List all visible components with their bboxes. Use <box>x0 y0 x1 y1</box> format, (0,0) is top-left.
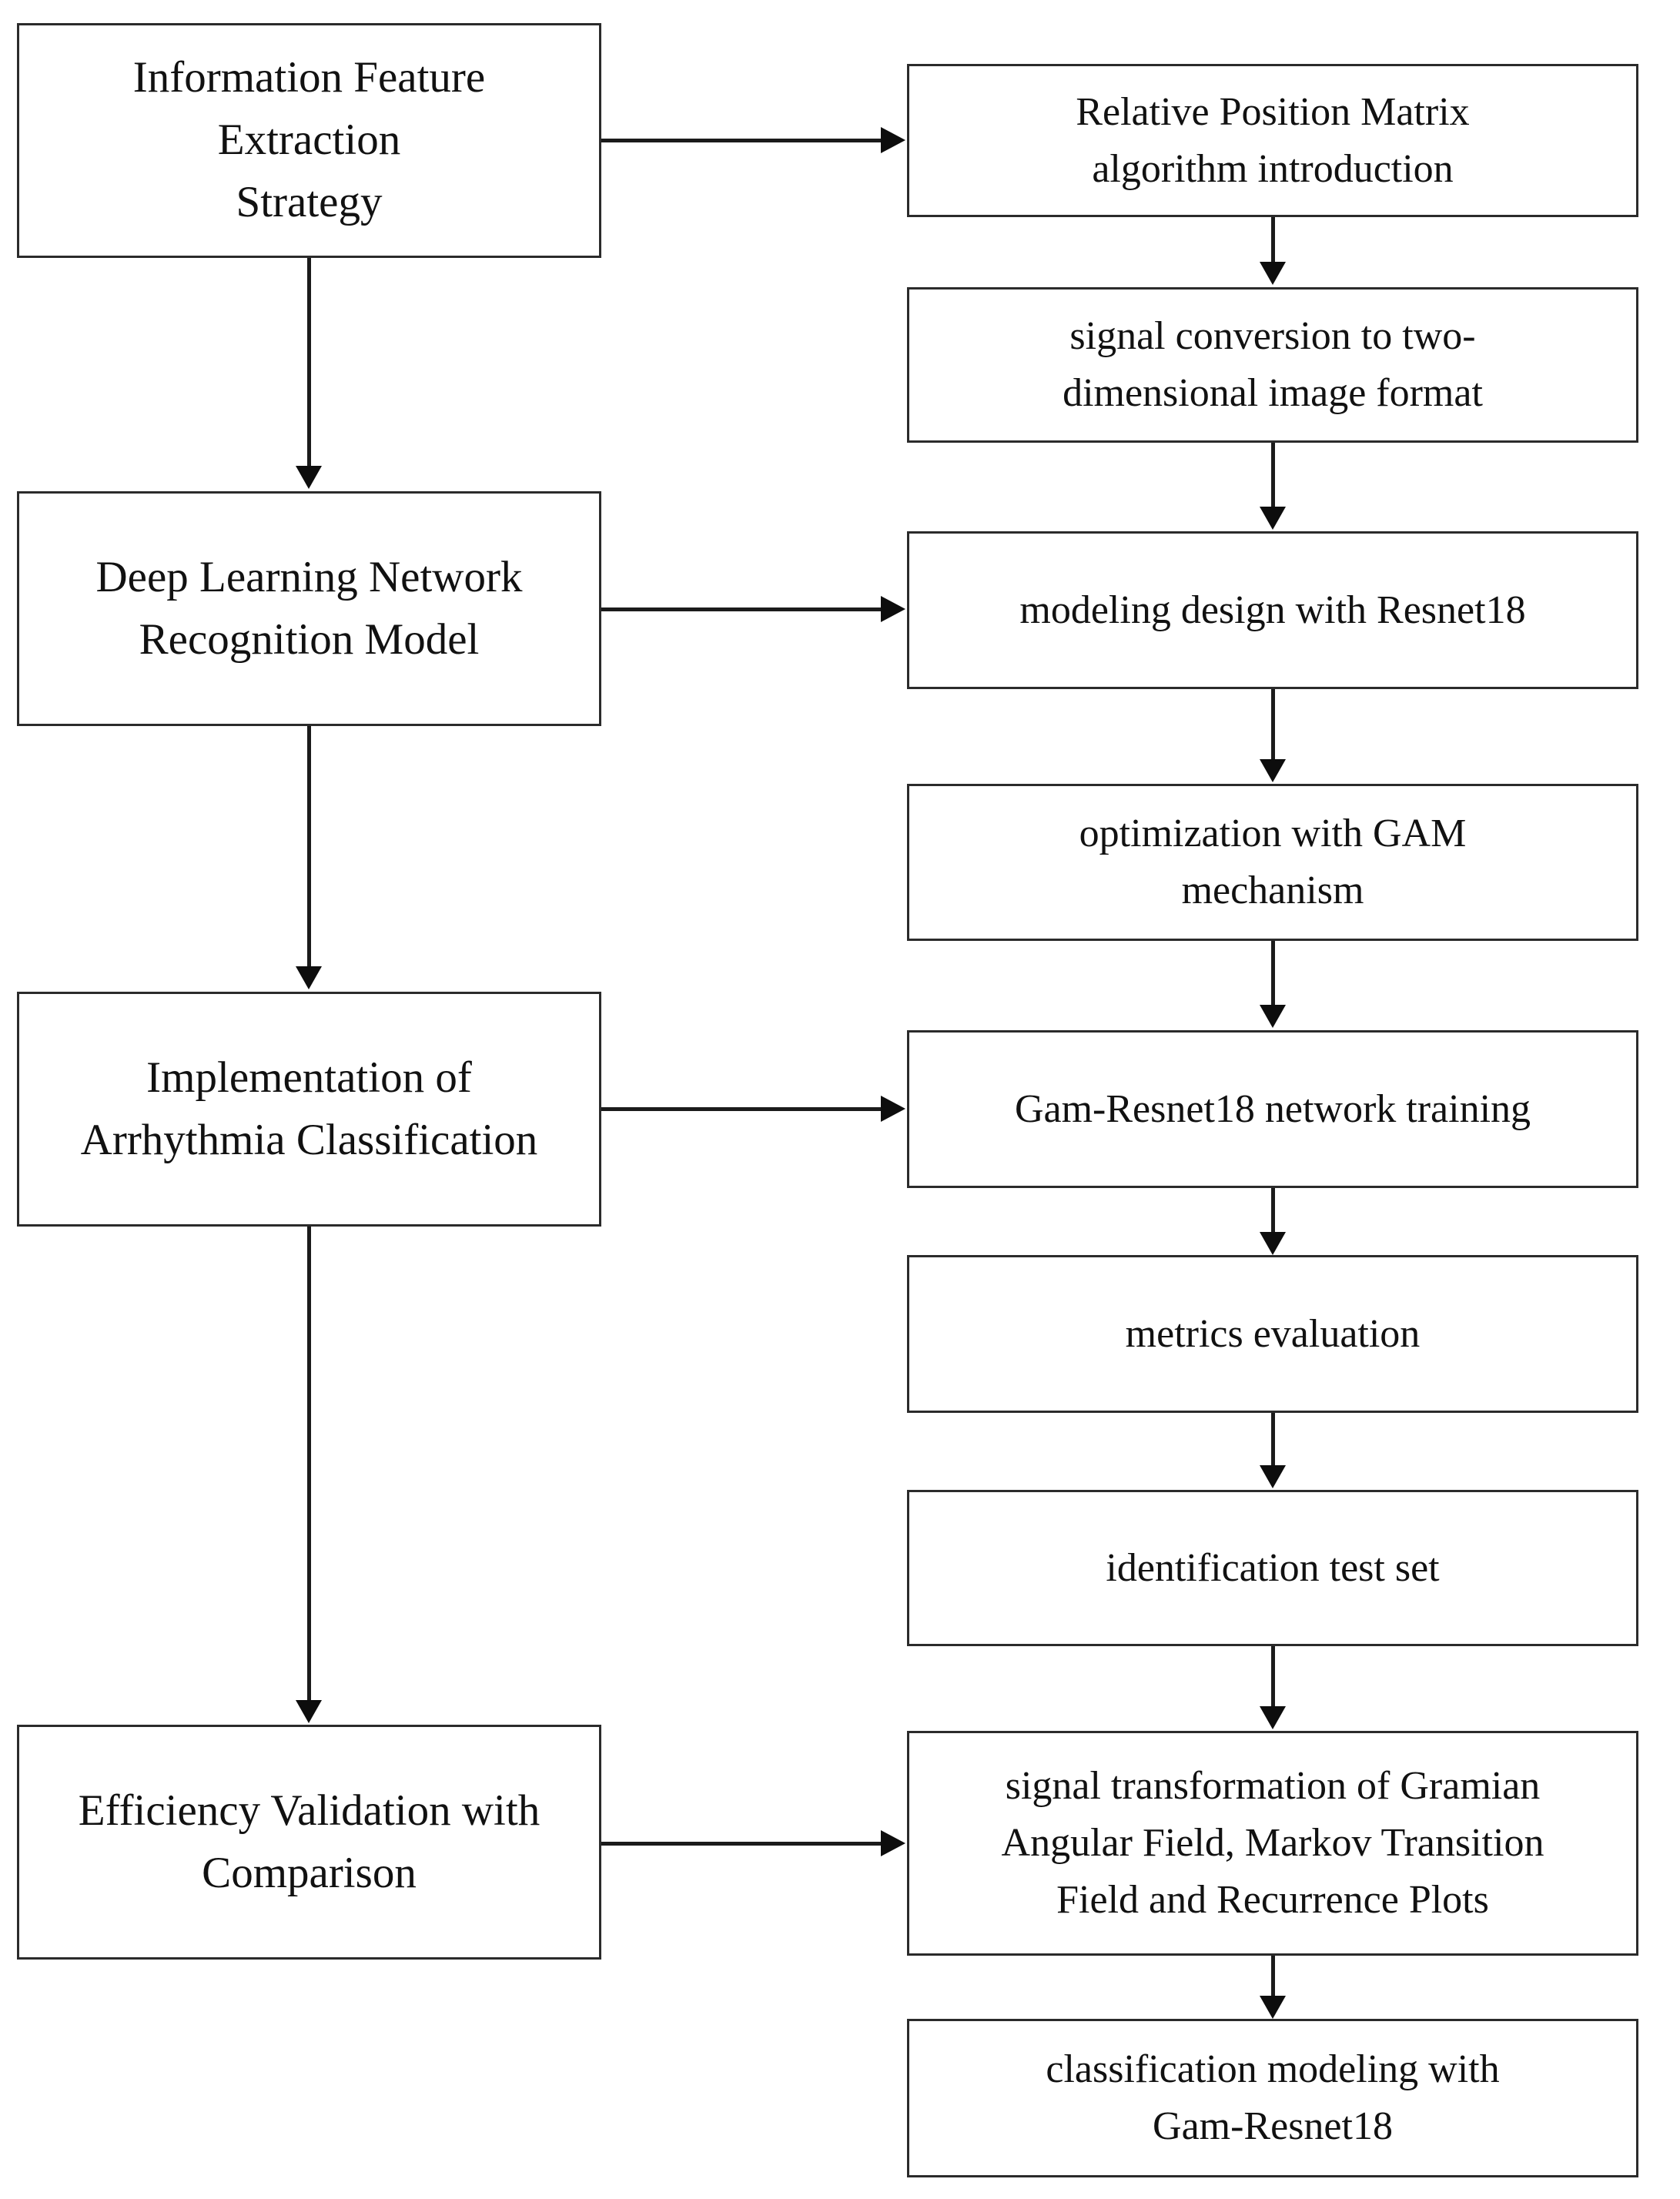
edge-stage2-step3-line <box>601 607 882 611</box>
edge-step4-step5-arrowhead <box>1260 1005 1286 1028</box>
flow-node-stage-1[interactable]: Information Feature Extraction Strategy <box>17 23 601 258</box>
edge-stage1-stage2-arrowhead <box>296 466 322 489</box>
edge-step8-step9-line <box>1271 1956 1275 1999</box>
flow-node-step-8[interactable]: signal transformation of Gramian Angular… <box>907 1731 1638 1956</box>
flow-node-stage-2[interactable]: Deep Learning Network Recognition Model <box>17 491 601 726</box>
flow-node-label: Deep Learning Network Recognition Model <box>95 552 523 664</box>
flow-node-label: Relative Position Matrix algorithm intro… <box>1076 89 1470 191</box>
edge-step5-step6-arrowhead <box>1260 1232 1286 1255</box>
edge-step7-step8-line <box>1271 1646 1275 1709</box>
edge-step6-step7-line <box>1271 1413 1275 1468</box>
flow-node-label: signal transformation of Gramian Angular… <box>1001 1764 1544 1922</box>
flow-node-label: Information Feature Extraction Strategy <box>132 53 486 226</box>
flow-node-step-6[interactable]: metrics evaluation <box>907 1255 1638 1413</box>
flow-node-stage-3[interactable]: Implementation of Arrhythmia Classificat… <box>17 992 601 1227</box>
edge-stage3-stage4-line <box>307 1227 311 1704</box>
flow-node-label: signal conversion to two- dimensional im… <box>1063 314 1483 415</box>
edge-step4-step5-line <box>1271 941 1275 1009</box>
edge-stage4-step8-arrowhead <box>881 1830 905 1856</box>
edge-step7-step8-arrowhead <box>1260 1706 1286 1729</box>
edge-step6-step7-arrowhead <box>1260 1465 1286 1488</box>
edge-stage4-step8-line <box>601 1842 882 1846</box>
flow-node-label: Efficiency Validation with Comparison <box>78 1786 540 1897</box>
edge-stage2-stage3-arrowhead <box>296 966 322 989</box>
edge-step8-step9-arrowhead <box>1260 1996 1286 2019</box>
flow-node-step-1[interactable]: Relative Position Matrix algorithm intro… <box>907 64 1638 217</box>
edge-step2-step3-line <box>1271 443 1275 510</box>
flow-node-stage-4[interactable]: Efficiency Validation with Comparison <box>17 1725 601 1960</box>
flow-node-step-4[interactable]: optimization with GAM mechanism <box>907 784 1638 941</box>
flow-node-label: identification test set <box>1106 1545 1440 1590</box>
flow-node-label: optimization with GAM mechanism <box>1079 812 1467 912</box>
edge-stage3-step5-arrowhead <box>881 1096 905 1122</box>
edge-step2-step3-arrowhead <box>1260 507 1286 530</box>
flow-node-step-9[interactable]: classification modeling with Gam-Resnet1… <box>907 2019 1638 2177</box>
flow-node-label: Gam-Resnet18 network training <box>1014 1086 1531 1131</box>
edge-stage2-stage3-line <box>307 726 311 969</box>
flow-node-step-3[interactable]: modeling design with Resnet18 <box>907 531 1638 689</box>
flow-node-step-7[interactable]: identification test set <box>907 1490 1638 1646</box>
edge-stage2-step3-arrowhead <box>881 596 905 622</box>
flow-node-step-2[interactable]: signal conversion to two- dimensional im… <box>907 287 1638 443</box>
edge-stage1-stage2-line <box>307 258 311 469</box>
edge-step3-step4-line <box>1271 689 1275 763</box>
edge-stage1-step1-arrowhead <box>881 127 905 153</box>
edge-stage3-stage4-arrowhead <box>296 1700 322 1723</box>
flow-node-label: modeling design with Resnet18 <box>1019 587 1526 632</box>
edge-step5-step6-line <box>1271 1188 1275 1236</box>
edge-stage3-step5-line <box>601 1107 882 1111</box>
edge-step3-step4-arrowhead <box>1260 759 1286 782</box>
edge-stage1-step1-line <box>601 139 882 142</box>
flow-node-label: classification modeling with Gam-Resnet1… <box>1046 2047 1500 2148</box>
flow-node-label: metrics evaluation <box>1125 1311 1421 1356</box>
flow-node-label: Implementation of Arrhythmia Classificat… <box>80 1053 538 1164</box>
flow-node-step-5[interactable]: Gam-Resnet18 network training <box>907 1030 1638 1188</box>
edge-step1-step2-line <box>1271 217 1275 265</box>
edge-step1-step2-arrowhead <box>1260 262 1286 285</box>
